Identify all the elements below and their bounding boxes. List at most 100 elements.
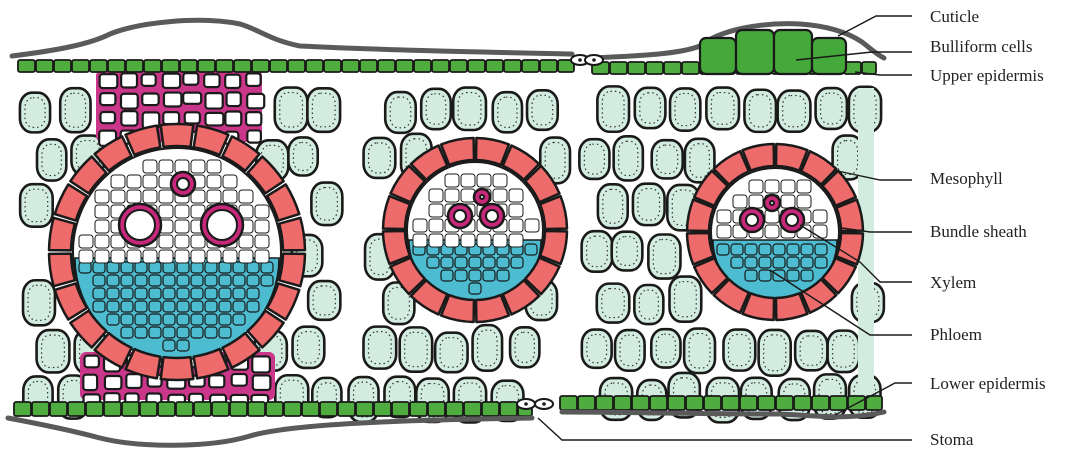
phloem-cell [469, 270, 481, 281]
parenchyma-cell [255, 220, 269, 233]
upper-epidermis-cell [378, 60, 395, 72]
phloem-cell [121, 288, 133, 299]
mesophyll-cell [634, 285, 663, 324]
phloem-cell [93, 301, 105, 312]
upper-epidermis-cell [682, 62, 699, 74]
parenchyma-cell [111, 190, 125, 203]
phloem-cell [787, 257, 799, 268]
mesophyll-cell [670, 88, 700, 130]
parenchyma-cell [509, 219, 523, 232]
label-cuticle: Cuticle [930, 7, 979, 26]
lower-epidermis-cell [320, 402, 337, 416]
bundle-sheath-cell [161, 357, 194, 380]
phloem-cell [483, 270, 495, 281]
phloem-cell [759, 244, 771, 255]
mesophyll-cell [510, 327, 539, 367]
phloem-cell [773, 244, 785, 255]
parenchyma-cell [207, 160, 221, 173]
guard-cell-nucleus [542, 402, 546, 406]
parenchyma-cell [175, 220, 189, 233]
phloem-cell [177, 275, 189, 286]
phloem-cell [107, 288, 119, 299]
phloem-cell [511, 257, 523, 268]
upper-sclerenchyma-cell [142, 93, 158, 105]
parenchyma-cell [207, 250, 221, 263]
phloem-cell [247, 262, 259, 273]
mesophyll-cell [633, 184, 665, 225]
mesophyll-cell [493, 92, 522, 132]
mesophyll-cell [723, 330, 755, 371]
upper-epidermis-cell [610, 62, 627, 74]
bundle-sheath-cell [279, 218, 305, 251]
phloem-cell [787, 270, 799, 281]
parenchyma-cell [413, 234, 427, 247]
parenchyma-cell [477, 234, 491, 247]
parenchyma-cell [765, 180, 779, 193]
upper-sclerenchyma-cell [163, 74, 180, 88]
mesophyll-cell [816, 88, 847, 129]
phloem-cell [745, 257, 757, 268]
upper-epidermis-cell [646, 62, 663, 74]
upper-epidermis-cell [216, 60, 233, 72]
parenchyma-cell [461, 234, 475, 247]
parenchyma-cell [127, 250, 141, 263]
lower-epidermis-cell [194, 402, 211, 416]
lower-epidermis-cell [464, 402, 481, 416]
phloem-cell [469, 257, 481, 268]
parenchyma-cell [733, 195, 747, 208]
parenchyma-cell [239, 250, 253, 263]
lower-epidermis-cell [446, 402, 463, 416]
parenchyma-cell [749, 195, 763, 208]
phloem-cell [191, 288, 203, 299]
parenchyma-cell [143, 190, 157, 203]
parenchyma-cell [191, 235, 205, 248]
lower-epidermis-cell [500, 402, 517, 416]
parenchyma-cell [781, 195, 795, 208]
phloem-cell [731, 257, 743, 268]
parenchyma-cell [223, 190, 237, 203]
parenchyma-cell [95, 205, 109, 218]
phloem-cell [135, 262, 147, 273]
phloem-cell [135, 275, 147, 286]
lower-epidermis-cell [776, 396, 793, 410]
phloem-cell [135, 301, 147, 312]
parenchyma-cell [445, 234, 459, 247]
parenchyma-cell [461, 174, 475, 187]
upper-sclerenchyma-cell [205, 113, 223, 126]
parenchyma-cell [413, 219, 427, 232]
phloem-cell [801, 270, 813, 281]
lower-sclerenchyma-cell [83, 375, 97, 390]
upper-sclerenchyma-cell [227, 92, 241, 106]
mesophyll-cell [651, 329, 680, 367]
phloem-cell [107, 314, 119, 325]
phloem-cell [149, 262, 161, 273]
lower-epidermis-cell [248, 402, 265, 416]
upper-epidermis-cell [198, 60, 215, 72]
phloem-cell [219, 327, 231, 338]
phloem-cell [205, 327, 217, 338]
phloem-cell [79, 262, 91, 273]
lower-epidermis-cell [86, 402, 103, 416]
phloem-cell [121, 327, 133, 338]
mesophyll-cell [582, 231, 613, 272]
phloem-cell [787, 244, 799, 255]
lower-epidermis-cell [812, 396, 829, 410]
phloem-cell [177, 314, 189, 325]
upper-sclerenchyma-cell [100, 74, 118, 88]
parenchyma-cell [255, 205, 269, 218]
mesophyll-cell [582, 330, 612, 368]
upper-sclerenchyma-cell [246, 112, 261, 125]
phloem-cell [163, 288, 175, 299]
mesophyll-cell [20, 184, 53, 226]
phloem-cell [801, 257, 813, 268]
lower-epidermis-cell [704, 396, 721, 410]
phloem-cell [815, 244, 827, 255]
phloem-cell [177, 327, 189, 338]
upper-epidermis-cell [862, 62, 876, 74]
upper-sclerenchyma-cell [142, 74, 156, 86]
parenchyma-cell [445, 189, 459, 202]
parenchyma-cell [79, 235, 93, 248]
upper-epidermis-cell [324, 60, 341, 72]
phloem-cell [191, 327, 203, 338]
bundle-sheath-cell [279, 254, 305, 287]
